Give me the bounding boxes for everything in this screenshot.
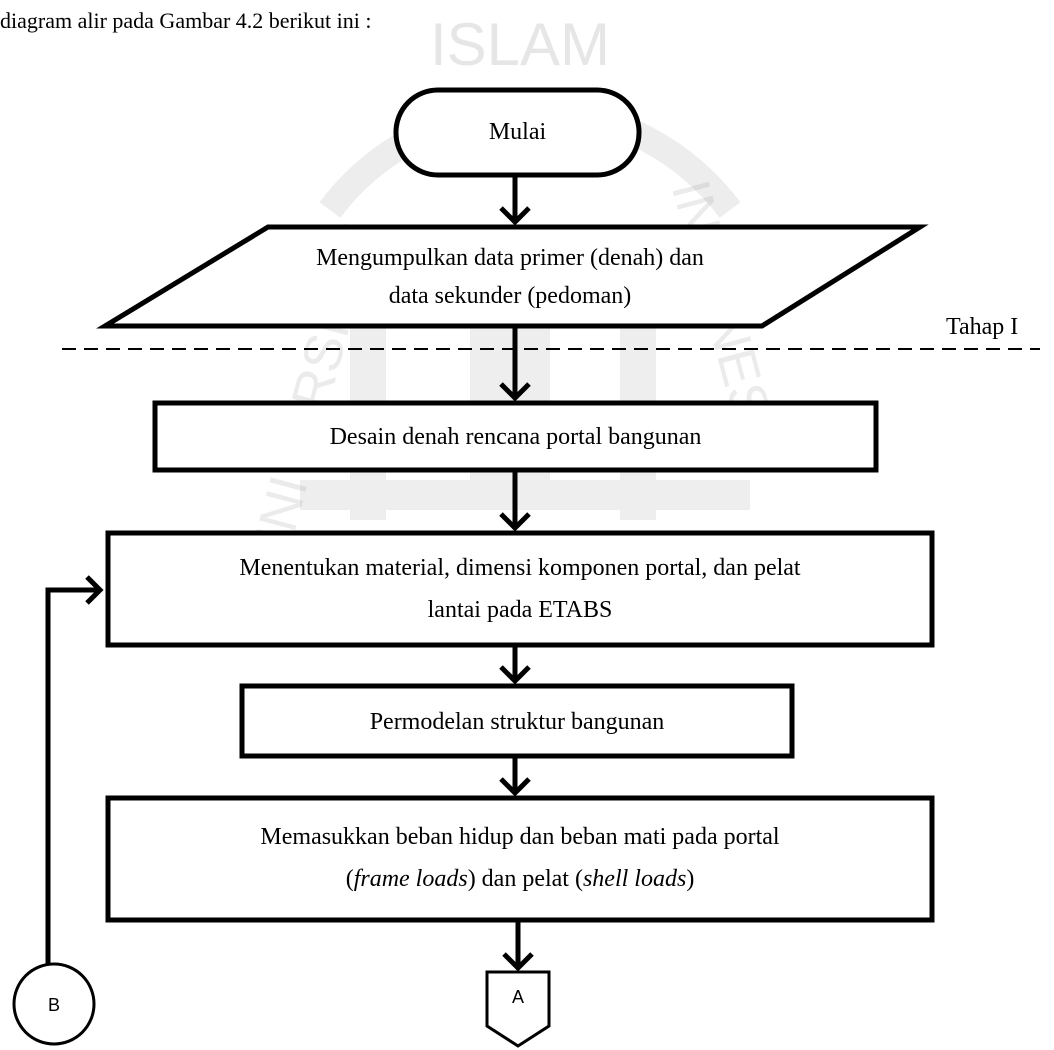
material-process-box (105, 530, 935, 648)
arrow-loads-to-connector-a (502, 920, 534, 972)
arrow-design-to-material (499, 470, 531, 532)
connector-a-label: A (511, 987, 524, 1007)
loads-paren-open: ( (345, 866, 354, 892)
intro-text: diagram alir pada Gambar 4.2 berikut ini… (0, 8, 372, 33)
arrow-collect-to-design (499, 326, 531, 402)
loads-label-line2: (frame loads) dan pelat (shell loads) (108, 862, 932, 896)
design-label: Desain denah rencana portal bangunan (329, 424, 702, 450)
connector-a-offpage (485, 970, 551, 1048)
model-process-box (239, 683, 795, 759)
start-label: Mulai (488, 119, 547, 145)
loads-middle-text: ) dan pelat ( (467, 866, 583, 892)
arrow-material-to-model (499, 645, 531, 685)
loads-paren-close: ) (686, 866, 695, 892)
shell-loads-term: shell loads (582, 866, 687, 892)
loads-process-box (105, 795, 935, 923)
arrow-model-to-loads (499, 756, 531, 797)
model-label: Permodelan struktur bangunan (369, 709, 665, 735)
design-process-box (152, 400, 879, 473)
connector-b-circle (12, 962, 96, 1046)
stage-label: Tahap I (946, 314, 1019, 340)
material-label-line1: Menentukan material, dimensi komponen po… (239, 555, 801, 581)
collect-data-parallelogram (96, 224, 929, 329)
loop-arrow-b-to-material (45, 575, 104, 964)
collect-label-line2: data sekunder (pedoman) (388, 283, 632, 309)
material-label-line2: lantai pada ETABS (427, 597, 613, 623)
arrow-start-to-collect (499, 175, 531, 226)
connector-b-label: B (47, 995, 60, 1015)
collect-label-line1: Mengumpulkan data primer (denah) dan (316, 245, 704, 271)
frame-loads-term: frame loads (353, 866, 468, 892)
loads-label-line1: Memasukkan beban hidup dan beban mati pa… (260, 824, 780, 850)
